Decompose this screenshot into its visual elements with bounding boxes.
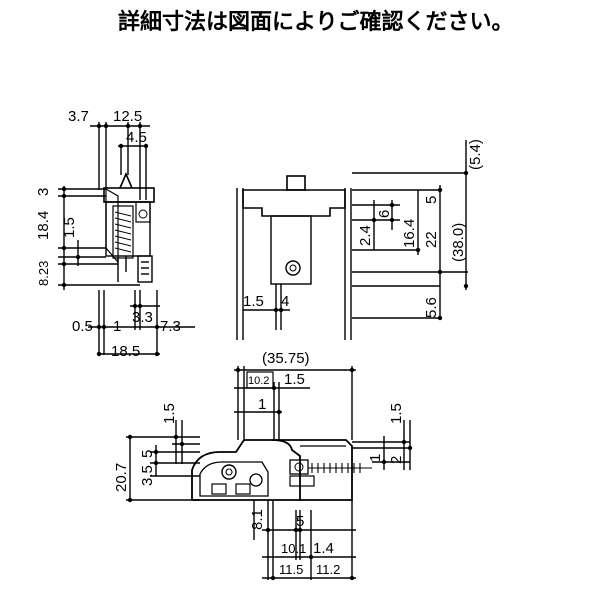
dim-label: 3.7: [68, 108, 89, 125]
right-view: [236, 140, 468, 340]
dim-label: 3.3: [132, 309, 153, 326]
dim-label: 16.4: [401, 219, 418, 248]
right-view-labels: (5.4) 5 6 16.4 22 (38.0) 5.6 2.4 1.5 4: [243, 139, 484, 318]
dim-label: (5.4): [467, 139, 484, 170]
dim-label: 3.5: [139, 465, 156, 486]
left-view-labels: 3.7 12.5 4.5 3 18.4 1.5 8.23 0.5 1 3.3 7…: [35, 108, 181, 360]
dim-label: 4: [281, 293, 289, 310]
dim-label: 18.4: [35, 211, 52, 240]
dim-label: 3: [35, 188, 52, 196]
dim-label: 5: [423, 196, 440, 204]
dim-label: 1.5: [243, 293, 264, 310]
dim-label: 8.23: [36, 261, 51, 286]
dim-label: 1: [258, 396, 266, 413]
dim-label: 1.5: [388, 403, 405, 424]
dim-label: 5: [296, 513, 304, 530]
dim-label: 11.2: [316, 562, 340, 577]
dim-label: 11.5: [279, 562, 303, 577]
dim-label: 6: [376, 210, 393, 218]
dimension-note: 詳細寸法は図面によりご確認ください。: [118, 10, 514, 35]
dimension-dots: [61, 123, 469, 581]
dim-label: 8.1: [249, 509, 266, 530]
dim-label: 18.5: [111, 343, 140, 360]
dim-label: 1.5: [61, 217, 78, 238]
dim-label: 2.4: [357, 225, 374, 246]
dim-label: 2: [388, 456, 405, 464]
bottom-view-labels: (35.75) 10.2 1.5 1 1.5 5 3.5 20.7 1.5 1 …: [113, 350, 405, 577]
dim-label: (35.75): [262, 350, 310, 367]
dim-label: 22: [423, 231, 440, 248]
dim-label: 1.5: [284, 371, 305, 388]
bottom-view: [126, 366, 411, 580]
dim-label: 20.7: [113, 463, 130, 492]
dim-label: 7.3: [160, 318, 181, 335]
dim-label: 10.2: [248, 375, 269, 387]
dim-label: 10.1: [281, 541, 306, 556]
dim-label: 5: [139, 450, 156, 458]
dim-label: 1: [367, 454, 384, 462]
dim-label: 0.5: [72, 318, 93, 335]
dim-label: 5.6: [423, 297, 440, 318]
dim-label: 4.5: [126, 129, 147, 146]
dim-label: 12.5: [113, 108, 142, 125]
dim-label: 1.4: [313, 540, 334, 557]
dim-label: (38.0): [450, 223, 467, 262]
dim-label: 1: [113, 318, 121, 335]
dim-label: 1.5: [161, 403, 178, 424]
